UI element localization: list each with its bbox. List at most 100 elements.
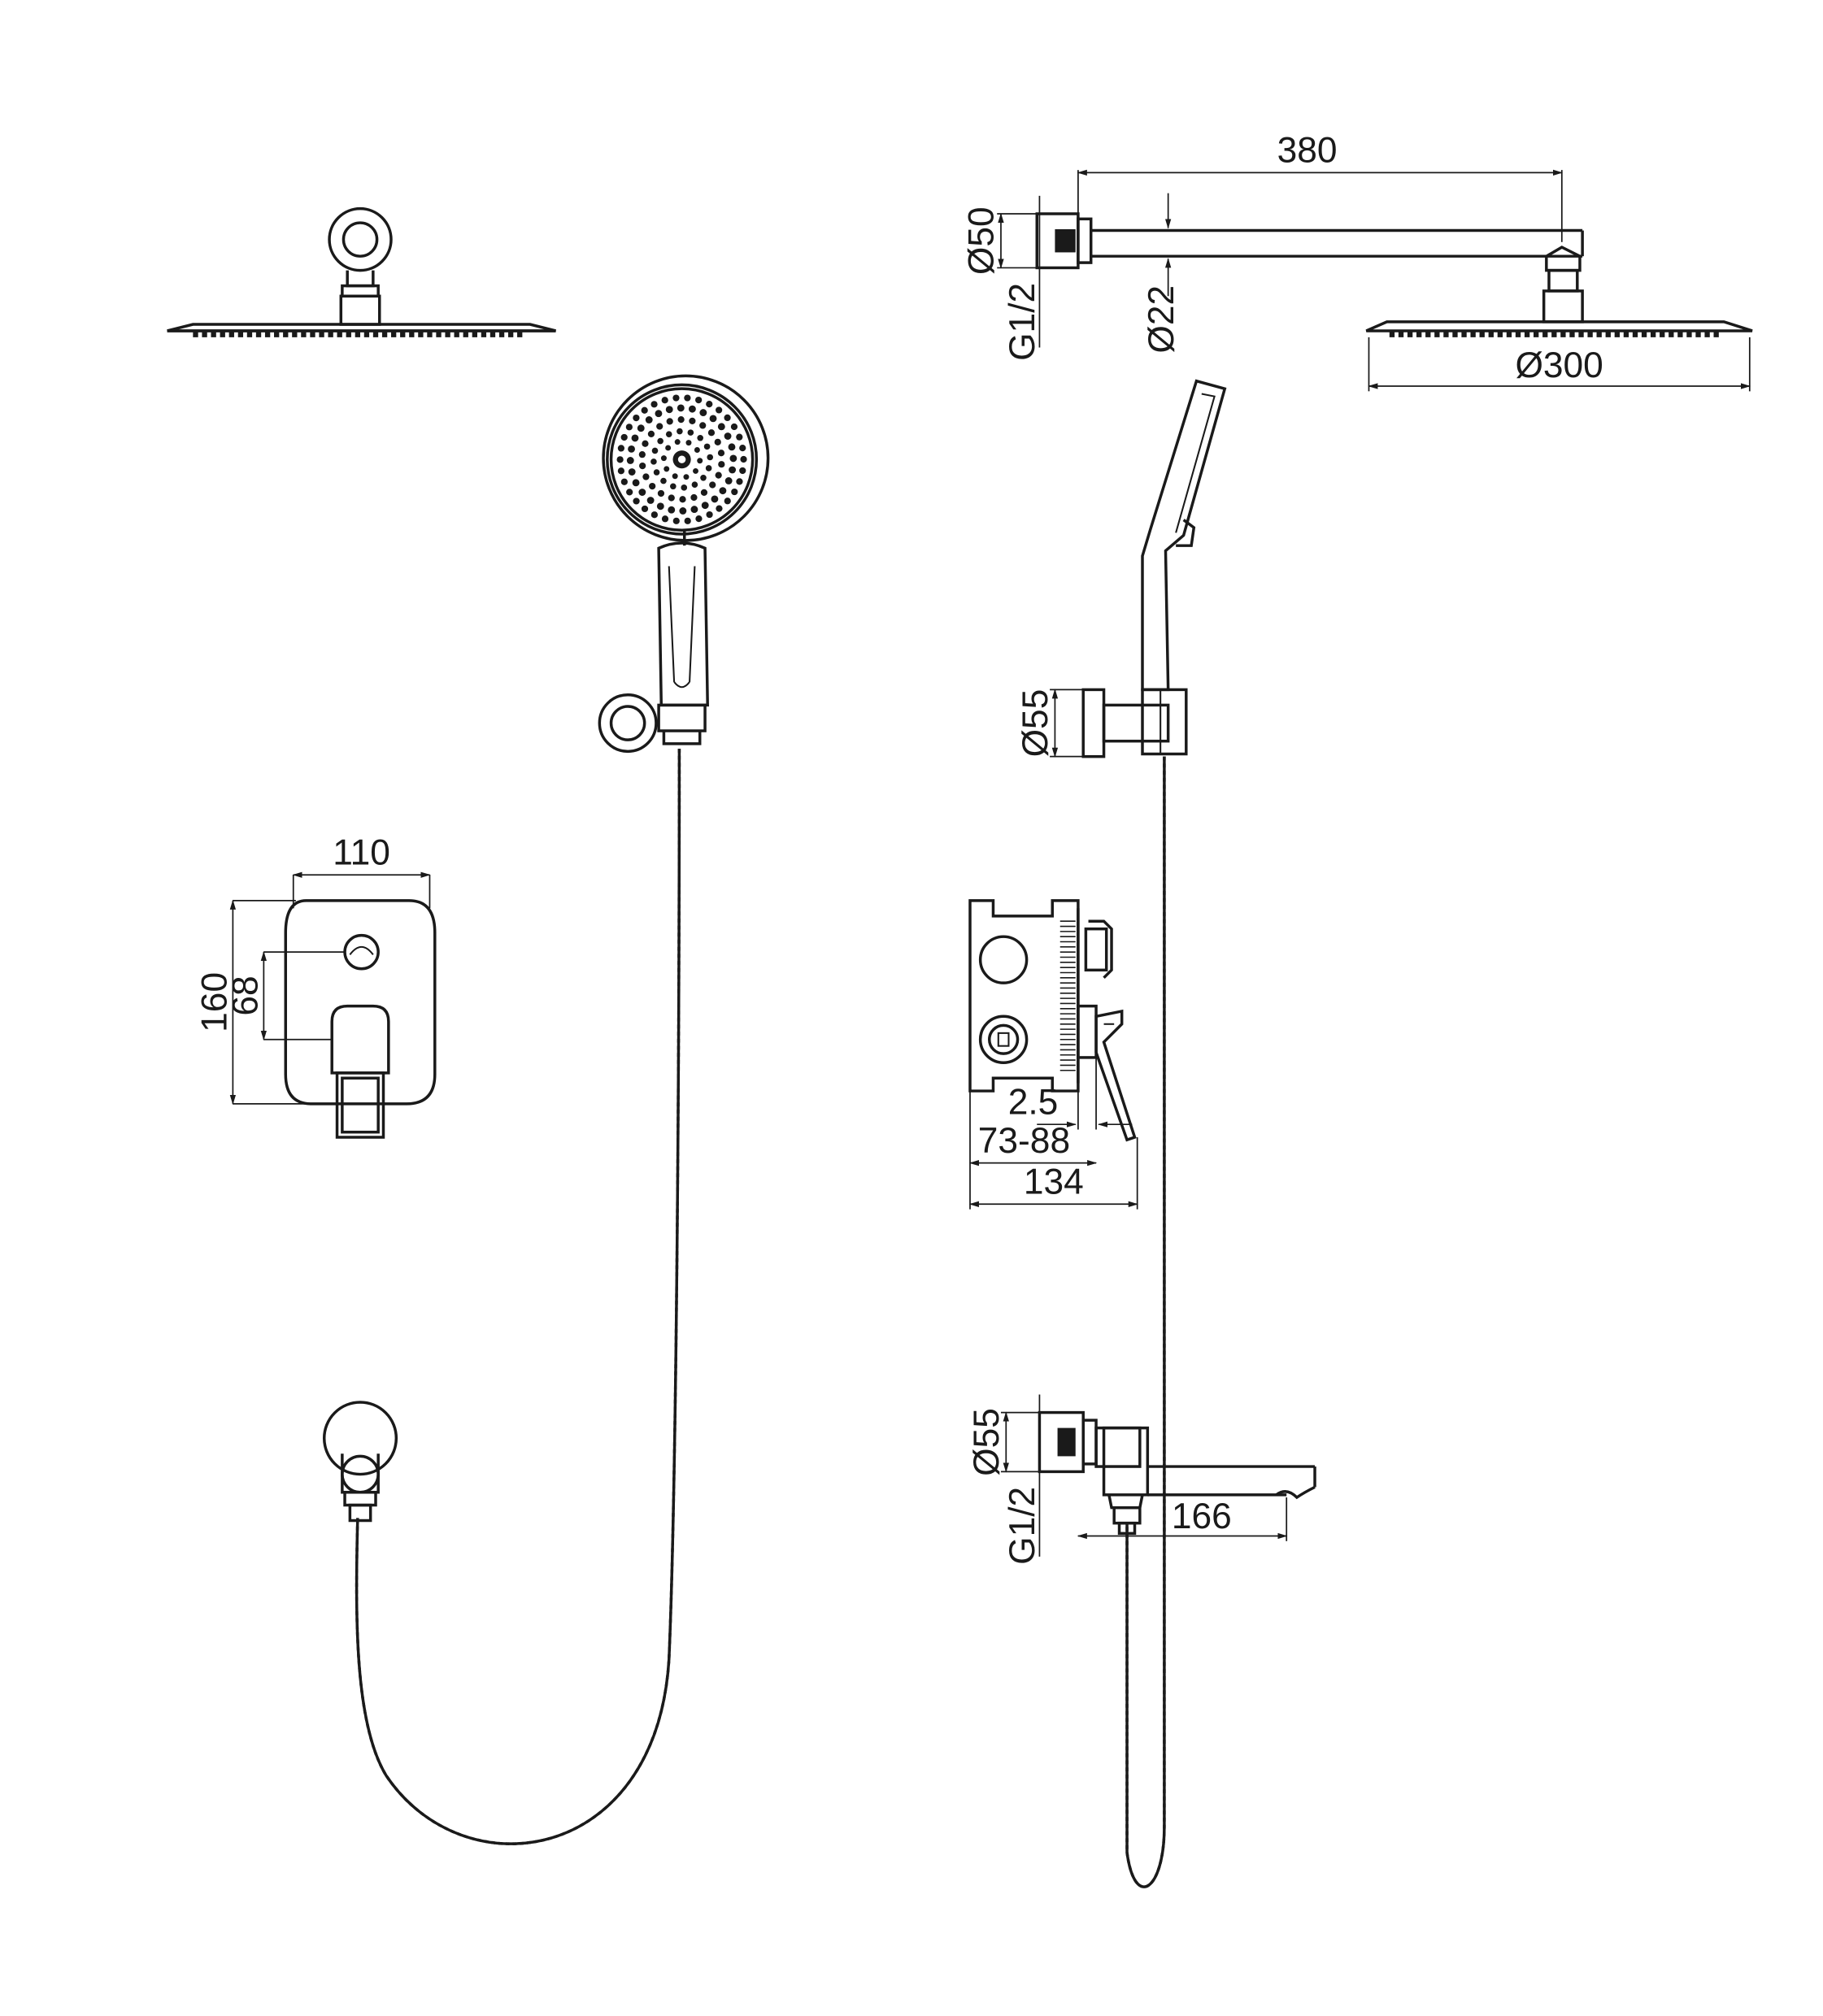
spray-nozzle <box>694 446 700 453</box>
nozzle <box>1560 330 1566 337</box>
spray-nozzle <box>683 474 690 480</box>
hand-shower-side-view <box>1081 379 1227 758</box>
nozzle <box>1677 330 1683 337</box>
spout-thread-label: G1/2 <box>1003 1487 1042 1565</box>
spray-nozzle <box>664 466 670 472</box>
spray-nozzle <box>740 455 747 463</box>
spray-nozzle <box>617 445 625 452</box>
holder-diameter-label: Ø55 <box>1016 689 1055 758</box>
nozzle <box>1587 330 1593 337</box>
nozzle <box>1669 330 1674 337</box>
nozzle <box>220 330 225 337</box>
arm-thread-label: G1/2 <box>1003 283 1042 361</box>
spray-nozzle <box>677 404 685 412</box>
spray-nozzle <box>668 506 676 514</box>
spray-nozzle <box>714 438 721 445</box>
spray-nozzle <box>660 455 667 462</box>
spray-nozzle <box>665 445 672 451</box>
nozzle <box>463 330 468 337</box>
spray-nozzle <box>672 473 678 480</box>
nozzle <box>1515 330 1521 337</box>
spray-nozzle <box>709 481 716 489</box>
nozzle <box>1425 330 1431 337</box>
spray-nozzle <box>670 483 677 490</box>
nozzle <box>310 330 315 337</box>
box-dimensions: 2.5 73-88 134 <box>968 1057 1138 1210</box>
nozzle <box>1398 330 1404 337</box>
spout-side-view <box>1038 1410 1316 1536</box>
spray-nozzle <box>651 447 659 454</box>
spray-nozzle <box>706 401 713 408</box>
wall-outlet-front-view <box>322 1401 398 1523</box>
spray-nozzle <box>647 430 655 437</box>
holder-dimensions: Ø55 <box>1016 689 1086 758</box>
nozzle <box>1443 330 1449 337</box>
nozzle <box>517 330 523 337</box>
nozzle <box>283 330 289 337</box>
spray-nozzle <box>707 454 714 461</box>
spray-nozzle <box>661 397 668 404</box>
nozzle <box>301 330 307 337</box>
hose-left <box>355 749 681 1845</box>
nozzle <box>1488 330 1494 337</box>
nozzle <box>418 330 424 337</box>
spray-nozzle <box>685 440 692 446</box>
spray-nozzle <box>700 489 708 496</box>
spray-nozzle <box>724 414 731 422</box>
spray-nozzle <box>730 423 738 431</box>
spray-nozzle <box>707 429 716 437</box>
nozzle <box>507 330 514 337</box>
spray-nozzle <box>639 462 646 470</box>
spray-nozzle <box>657 437 664 445</box>
box-depth-label: 73-88 <box>978 1121 1070 1161</box>
spray-nozzle <box>697 434 703 441</box>
arm-diameter-label: Ø22 <box>1142 285 1181 354</box>
spray-nozzle <box>666 418 673 425</box>
spray-nozzle <box>645 416 653 424</box>
spray-nozzle <box>687 429 694 436</box>
spray-nozzle <box>641 406 648 414</box>
spray-nozzle <box>711 495 719 503</box>
spray-nozzle <box>626 489 633 496</box>
spray-nozzle <box>716 505 723 512</box>
spray-nozzle <box>701 502 709 510</box>
spray-nozzle <box>656 502 664 511</box>
flange-diameter-label: Ø50 <box>961 206 1001 275</box>
plate-width-label: 110 <box>333 833 390 873</box>
nozzle <box>445 330 450 337</box>
spray-nozzle <box>665 406 673 414</box>
spray-nozzle <box>677 428 683 435</box>
spray-nozzle <box>684 517 691 524</box>
spray-nozzle <box>679 507 687 515</box>
nozzle <box>1461 330 1467 337</box>
nozzle <box>363 330 370 337</box>
nozzle <box>1542 330 1548 337</box>
spray-nozzle <box>715 471 722 479</box>
spray-nozzle <box>668 494 675 502</box>
nozzle <box>346 330 351 337</box>
spray-nozzle <box>688 405 696 413</box>
spout-length-label: 166 <box>1172 1497 1232 1536</box>
box-wall-label: 2.5 <box>1008 1083 1059 1123</box>
spray-nozzle <box>739 444 746 452</box>
total-depth-label: 134 <box>1024 1162 1084 1202</box>
spray-nozzle <box>620 478 628 485</box>
nozzle <box>1713 330 1719 337</box>
spray-nozzle <box>736 478 743 485</box>
spray-nozzle <box>677 416 685 424</box>
nozzle <box>237 330 244 337</box>
spray-nozzle <box>620 433 628 441</box>
spray-nozzle <box>616 456 624 463</box>
nozzle <box>1470 330 1476 337</box>
nozzle <box>400 330 406 337</box>
nozzle <box>292 330 298 337</box>
spray-nozzle <box>681 484 688 491</box>
nozzle <box>1596 330 1602 337</box>
hose-right <box>1125 756 1166 1888</box>
nozzle <box>454 330 459 337</box>
nozzle <box>1695 330 1701 337</box>
nozzle <box>1452 330 1458 337</box>
nozzle <box>1605 330 1611 337</box>
spray-nozzle <box>724 477 733 484</box>
